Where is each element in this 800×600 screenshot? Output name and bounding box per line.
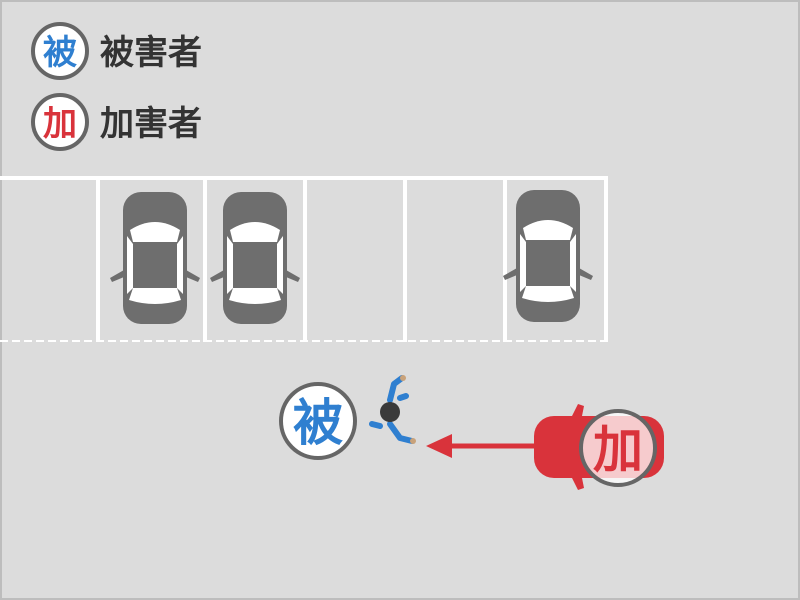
- offender-badge-text: 加: [593, 421, 643, 479]
- parked-car: [110, 192, 200, 324]
- pedestrian-icon: [369, 375, 416, 444]
- victim-badge: 被: [279, 382, 357, 460]
- legend-victim: 被 被害者: [31, 22, 202, 80]
- victim-badge-text: 被: [293, 394, 343, 452]
- legend-offender: 加 加害者: [31, 93, 202, 151]
- legend-victim-label: 被害者: [100, 33, 202, 73]
- legend-victim-badge: 被: [43, 33, 77, 73]
- legend: 被 被害者 加 加害者: [31, 22, 202, 151]
- parked-car: [503, 190, 593, 322]
- offender-badge: 加: [579, 409, 657, 487]
- parked-car: [210, 192, 300, 324]
- legend-offender-badge: 加: [43, 104, 77, 144]
- parking-lot: [0, 176, 608, 342]
- direction-arrow: [426, 434, 540, 458]
- legend-offender-label: 加害者: [100, 104, 202, 144]
